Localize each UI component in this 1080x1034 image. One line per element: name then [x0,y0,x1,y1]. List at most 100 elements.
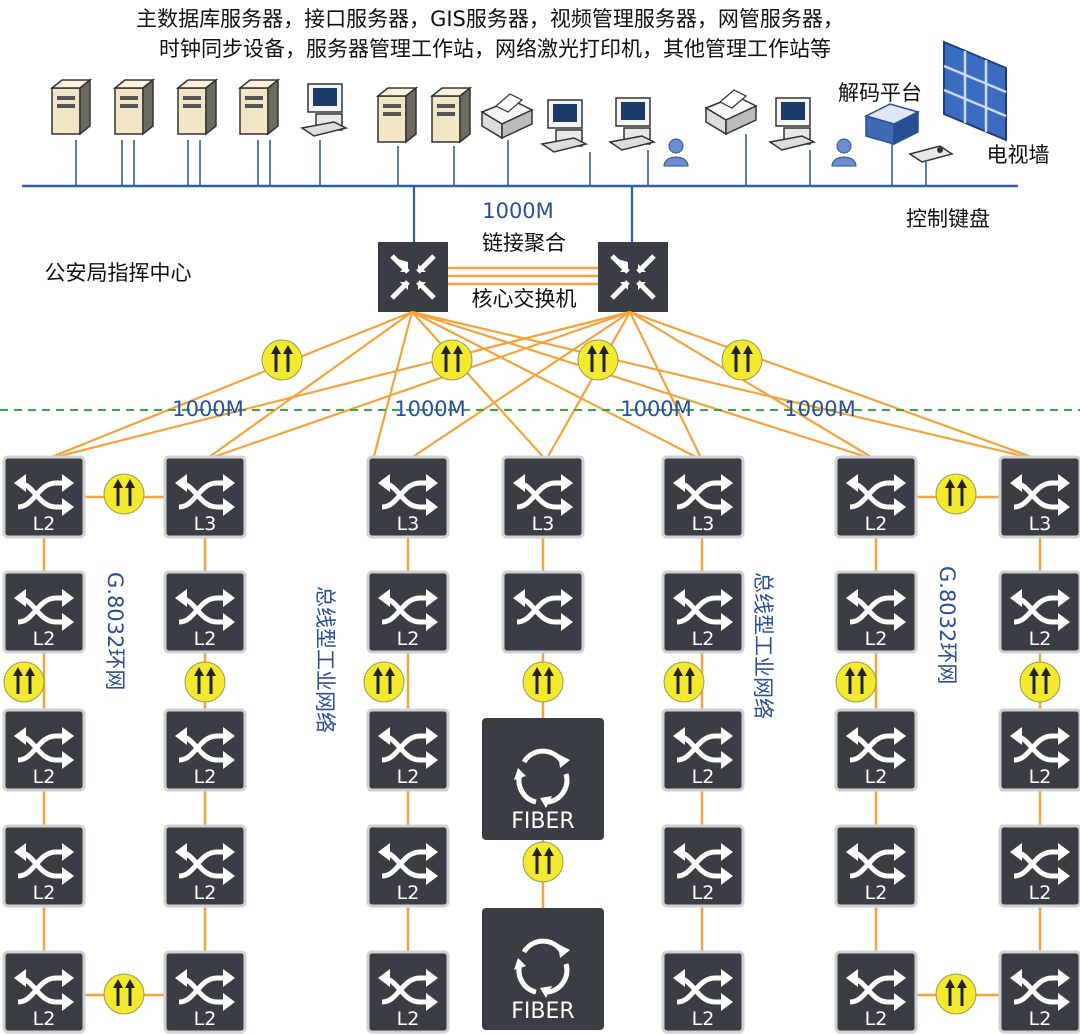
header-line-1: 主数据库服务器，接口服务器，GIS服务器，视频管理服务器，网管服务器， [136,7,844,31]
l2-switch: L2 [368,572,448,652]
switch-layer-label: L2 [33,628,56,650]
header-line-2: 时钟同步设备，服务器管理工作站，网络激光打印机，其他管理工作站等 [159,37,831,61]
printer-icon [705,89,757,135]
l2-switch: L2 [836,952,916,1032]
switch-layer-label: L2 [1029,766,1052,788]
redundancy-badge-icon [362,660,406,704]
workstation-icon [769,97,815,151]
l2-switch: L2 [1000,710,1080,790]
fiber-label: FIBER [511,999,574,1024]
tv-wall-icon [943,40,1007,142]
uplink-speed-label: 1000M [394,397,466,421]
switch-layer-label: L2 [194,882,217,904]
l2-switch: L2 [836,457,916,537]
switch-layer-label: L2 [1029,882,1052,904]
server-icon [51,79,91,135]
switch-layer-label: L2 [865,628,888,650]
l2-switch: L2 [4,826,84,906]
redundancy-badge-icon [576,338,620,382]
switch-layer-label: L2 [1029,1008,1052,1030]
l3-switch: L3 [368,457,448,537]
redundancy-badge-icon [183,660,227,704]
l2-switch: L2 [663,826,743,906]
switch-layer-label: L3 [532,513,555,535]
redundancy-badge-icon [102,972,146,1016]
server-icon [377,87,417,143]
switch-layer-label: L2 [1029,628,1052,650]
server-icon [177,79,217,135]
server-icon [431,87,471,143]
core-switch-right [598,242,668,312]
l2-switch: L2 [663,710,743,790]
switch-layer-label: L2 [33,513,56,535]
l2-switch: L2 [165,710,245,790]
l3-switch: L3 [165,457,245,537]
redundancy-badge-icon [521,660,565,704]
server-icon [239,79,279,135]
uplink-speed-label: 1000M [172,397,244,421]
link-speed-label: 1000M [482,199,554,223]
l3-switch: L3 [663,457,743,537]
command-center-label: 公安局指挥中心 [45,261,192,285]
redundancy-badge-icon [2,660,46,704]
uplink-links [43,310,1041,462]
switch-layer-label: L2 [397,882,420,904]
workstation-icon [609,97,655,151]
uplink-speed-label: 1000M [784,397,856,421]
switch-layer-label: L3 [194,513,217,535]
workstation-icon [541,99,587,153]
redundancy-badge-icon [834,660,878,704]
decoder-icon [863,103,921,146]
switch-layer-label: L3 [397,513,420,535]
core-switch-left [378,242,448,312]
server-icon [114,79,154,135]
aggregation-links [448,266,598,286]
l2-switch: L2 [1000,952,1080,1032]
switch-layer-label: L2 [194,628,217,650]
l2-switch: L2 [663,952,743,1032]
switch-layer-label: L2 [692,1008,715,1030]
fiber-ring-icon: FIBER [482,718,604,840]
user-icon [831,138,857,167]
l2-switch: L2 [836,572,916,652]
l3-switch: L3 [503,457,583,537]
bus-label-right: 总线型工业网络 [751,572,775,719]
switch-layer-label: L3 [1029,513,1052,535]
printer-icon [481,93,533,139]
switch-layer-label: L2 [33,882,56,904]
switch-layer-label: L2 [33,766,56,788]
switch-layer-label: L2 [397,628,420,650]
decode-platform-label: 解码平台 [838,81,922,105]
fiber-ring-icon: FIBER [482,908,604,1030]
redundancy-badge-icon [260,338,304,382]
fiber-label: FIBER [511,809,574,834]
redundancy-badge-icon [934,972,978,1016]
l2-switch: L2 [368,826,448,906]
control-keyboard-icon [908,145,954,163]
l2-switch: L2 [1000,826,1080,906]
switch-layer-label: L2 [865,882,888,904]
redundancy-badge-icon [430,338,474,382]
redundancy-badge-icon [521,840,565,884]
ring-label-left: G.8032环网 [103,572,127,690]
link-aggregation-label: 链接聚合 [482,231,566,255]
redundancy-badge-icon [720,338,764,382]
switch-layer-label: L3 [692,513,715,535]
l2-switch: L2 [368,710,448,790]
core-switch-label: 核心交换机 [472,287,577,311]
user-icon [663,138,689,167]
switch-layer-label: L2 [692,882,715,904]
l2-switch: L2 [4,572,84,652]
l2-switch: L2 [663,572,743,652]
l2-switch: L2 [4,457,84,537]
switch-layer-label: L2 [194,766,217,788]
switch-layer-label: L2 [33,1008,56,1030]
uplink-speed-label: 1000M [620,397,692,421]
switch-layer-label: L2 [692,628,715,650]
l2-switch: L2 [4,952,84,1032]
switch-layer-label: L2 [865,766,888,788]
switch-layer-label: L2 [865,1008,888,1030]
l2-switch: L2 [836,710,916,790]
l2-switch: L2 [836,826,916,906]
